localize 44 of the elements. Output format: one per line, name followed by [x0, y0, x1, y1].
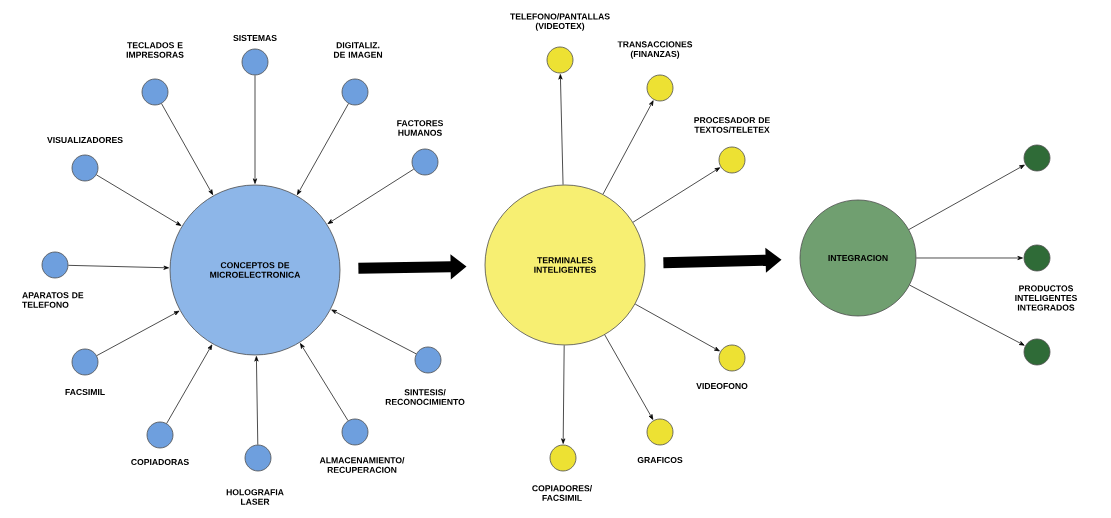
arrow	[908, 164, 1025, 230]
circle-node	[1023, 244, 1051, 272]
arrow	[166, 344, 213, 424]
circle-node	[1023, 144, 1051, 172]
node-label: TRANSACCIONES (FINANZAS)	[617, 41, 693, 59]
arrow	[909, 284, 1025, 346]
node-label: HOLOGRAFIA LASER	[226, 489, 284, 505]
arrow	[96, 174, 182, 226]
circle-node: INTEGRACION	[799, 199, 917, 317]
node-label: ALMACENAMIENTO/ RECUPERACION	[319, 457, 405, 473]
arrow	[252, 75, 258, 184]
node-label: SISTEMAS	[233, 34, 277, 42]
circle-node: TERMINALES INTELIGENTES	[484, 184, 646, 346]
node-label: TELEFONO/PANTALLAS (VIDEOTEX)	[510, 13, 610, 31]
arrow	[68, 264, 169, 270]
arrow	[300, 343, 349, 421]
node-label: FACSIMIL	[65, 388, 105, 396]
arrow	[561, 345, 566, 444]
arrow	[634, 303, 720, 352]
circle-node: CONCEPTOS DE MICROELECTRONICA	[169, 184, 341, 356]
node-label: APARATOS DE TELEFONO	[22, 292, 84, 308]
arrow	[632, 167, 721, 223]
node-label: SINTESIS/ RECONOCIMIENTO	[385, 389, 465, 405]
arrow	[297, 103, 349, 195]
arrow	[327, 168, 415, 224]
circle-node	[1023, 338, 1051, 366]
node-label: VIDEOFONO	[696, 382, 748, 390]
label: PRODUCTOS INTELIGENTES INTEGRADOS	[1015, 285, 1077, 311]
node-label: DIGITALIZ. DE IMAGEN	[334, 42, 383, 58]
arrow	[604, 334, 654, 420]
node-label: GRAFICOS	[637, 456, 683, 464]
node-label: COPIADORES/ FACSIMIL	[532, 485, 593, 501]
arrow	[331, 309, 417, 355]
arrow	[96, 310, 180, 356]
node-label: COPIADORAS	[131, 458, 189, 466]
node-label: FACTORES HUMANOS	[397, 120, 443, 136]
arrow	[916, 255, 1023, 261]
arrow	[602, 100, 654, 195]
arrow	[254, 356, 259, 445]
node-label: VISUALIZADORES	[47, 136, 123, 144]
arrow	[558, 74, 564, 185]
node-label: PROCESADOR DE TEXTOS/TELETEX	[694, 117, 770, 133]
node-label: TECLADOS E IMPRESORAS	[126, 42, 184, 58]
arrow	[161, 103, 213, 195]
